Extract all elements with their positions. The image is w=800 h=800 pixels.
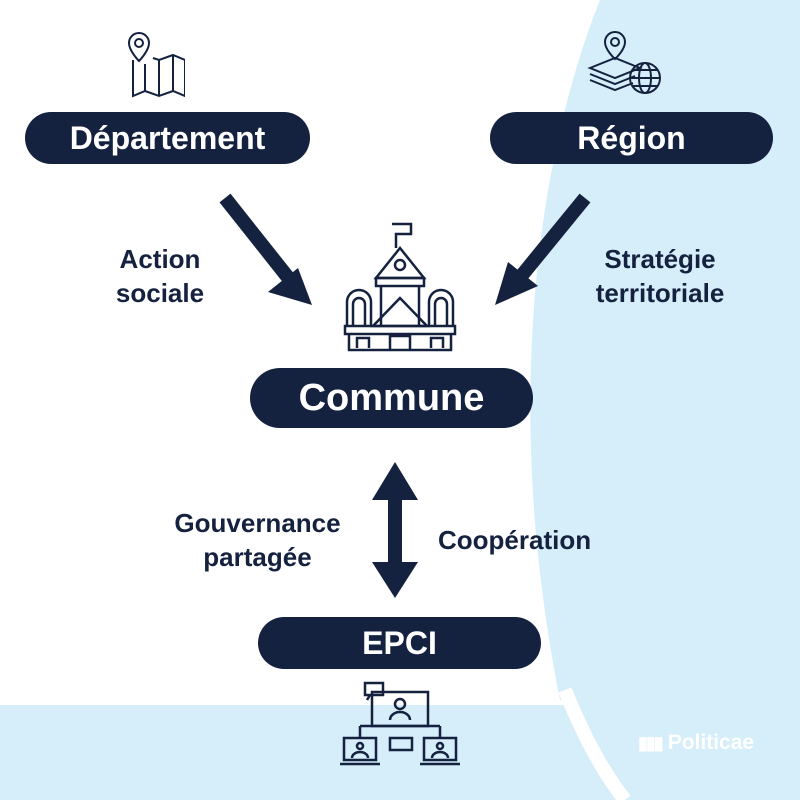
label-cooperation: Coopération [438, 525, 592, 555]
town-hall-icon [343, 222, 457, 352]
departement-node: Département [25, 112, 310, 164]
map-pin-icon [127, 31, 185, 98]
commune-node: Commune [250, 368, 533, 428]
label-gouvernance-partagee: Gouvernance partagée [174, 508, 341, 572]
label-strategie-territoriale: Stratégie territoriale [595, 244, 725, 308]
arrow-departement-commune [219, 193, 312, 305]
region-globe-icon [587, 30, 661, 94]
epci-node: EPCI [258, 617, 541, 669]
meeting-network-icon [340, 681, 460, 766]
arrow-region-commune [495, 193, 591, 305]
region-node: Région [490, 112, 773, 164]
arrow-commune-epci [372, 462, 418, 598]
label-action-sociale: Action sociale [115, 244, 205, 308]
brand-logo: ▮▮▮ Politicae [638, 731, 754, 755]
logo-icon: ▮▮▮ [638, 732, 664, 753]
brand-name: Politicae [667, 731, 755, 754]
